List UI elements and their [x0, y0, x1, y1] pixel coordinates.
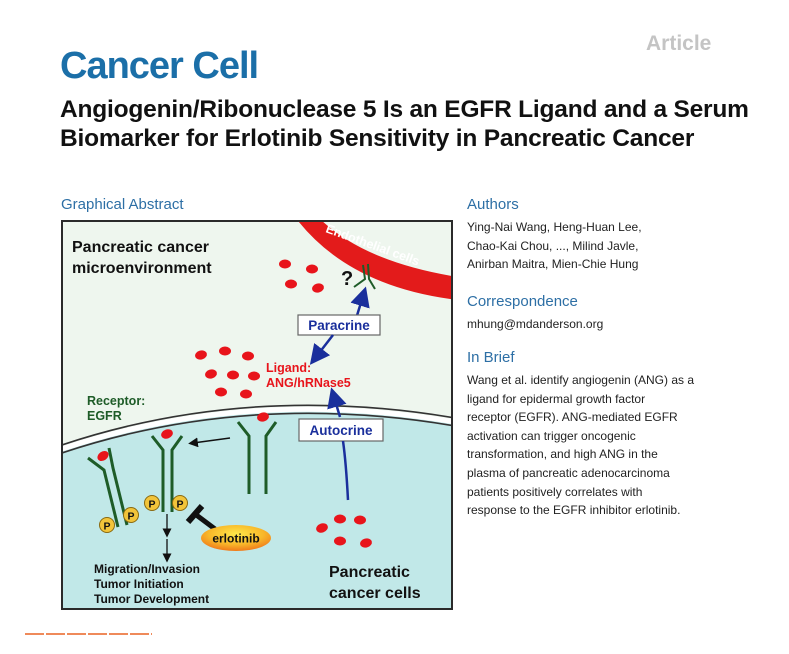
- inhibition-bar: [185, 504, 217, 531]
- brief-line: Wang et al. identify angiogenin (ANG) as…: [467, 373, 695, 387]
- brief-line: patients positively correlates with: [467, 484, 643, 499]
- cell-membrane: [63, 404, 451, 446]
- correspondence-heading: Correspondence: [467, 293, 578, 310]
- graphical-abstract-heading: Graphical Abstract: [61, 196, 184, 213]
- footer-divider: [25, 633, 152, 635]
- erlotinib-label: erlotinib: [212, 532, 259, 546]
- outcome-migration: Migration/Invasion: [94, 562, 200, 576]
- brief-line: plasma of pancreatic adenocarcinoma: [467, 465, 670, 480]
- ligand-bound-2: [161, 429, 173, 439]
- svg-text:P: P: [103, 521, 110, 533]
- autocrine-secretion-line: [341, 440, 350, 501]
- ligand-label-1: Ligand:: [266, 361, 311, 375]
- authors-line: Ying-Nai Wang, Heng-Huan Lee,: [467, 220, 642, 234]
- authors-section: Authors Ying-Nai Wang, Heng-Huan Lee, Ch…: [467, 196, 727, 274]
- paracrine-arrow-down: [309, 334, 334, 365]
- authors-line: Chao-Kai Chou, ..., Milind Javle,: [467, 238, 639, 253]
- autocrine-box: [298, 418, 384, 442]
- egfr-receptor-bound-2: [150, 435, 184, 512]
- autocrine-label: Autocrine: [309, 423, 372, 438]
- endothelial-cells-band: [299, 222, 451, 300]
- ligand-label-2: ANG/hRNase5: [266, 376, 351, 390]
- brief-line: transformation, and high ANG in the: [467, 447, 658, 462]
- egfr-receptor-unbound: [236, 421, 278, 494]
- outcome-initiation: Tumor Initiation: [94, 577, 184, 591]
- egfr-receptor-bound-1: [87, 447, 129, 528]
- question-mark: ?: [341, 268, 353, 290]
- svg-text:P: P: [148, 499, 155, 511]
- brief-line: activation can trigger oncogenic: [467, 428, 636, 443]
- endothelial-receptor: [353, 263, 376, 290]
- receptor-label-1: Receptor:: [87, 394, 145, 408]
- ligand-cluster-top: [279, 259, 324, 293]
- cancer-cells-label-1: Pancreatic: [329, 564, 410, 581]
- article-title: Angiogenin/Ribonuclease 5 Is an EGFR Lig…: [60, 96, 749, 152]
- ligand-cluster-intracellular: [316, 514, 372, 548]
- graphical-abstract-figure: Endothelial cells ? Pancreatic cancer mi…: [61, 220, 453, 610]
- paracrine-label: Paracrine: [308, 318, 370, 333]
- article-type-label: Article: [646, 32, 712, 55]
- in-brief-section: In Brief Wang et al. identify angiogenin…: [467, 349, 727, 520]
- journal-name: Cancer Cell: [60, 45, 259, 87]
- cancer-cells-label-2: cancer cells: [329, 585, 421, 602]
- authors-heading: Authors: [467, 196, 519, 213]
- ligand-cluster-middle: [195, 346, 269, 422]
- erlotinib-drug: [201, 525, 271, 551]
- brief-line: ligand for epidermal growth factor: [467, 391, 646, 406]
- brief-line: response to the EGFR inhibitor erlotinib…: [467, 503, 681, 518]
- cancer-cell-body: [63, 409, 451, 608]
- phospho-groups: P P P P: [99, 495, 188, 533]
- svg-text:P: P: [176, 499, 183, 511]
- recruitment-arrow: [188, 437, 231, 448]
- autocrine-arrow-up: [327, 387, 347, 418]
- brief-line: receptor (EGFR). ANG-mediated EGFR: [467, 410, 678, 425]
- correspondence-email[interactable]: mhung@mdanderson.org: [467, 317, 604, 331]
- in-brief-heading: In Brief: [467, 349, 515, 366]
- receptor-label-2: EGFR: [87, 409, 122, 423]
- microenvironment-label-2: microenvironment: [72, 260, 212, 277]
- microenvironment-label-1: Pancreatic cancer: [72, 239, 209, 256]
- svg-text:P: P: [127, 511, 134, 523]
- paracrine-box: [297, 314, 381, 336]
- authors-line: Anirban Maitra, Mien-Chie Hung: [467, 257, 639, 272]
- ligand-bound-1: [97, 450, 109, 462]
- outcome-development: Tumor Development: [94, 592, 209, 606]
- correspondence-section: Correspondence mhung@mdanderson.org: [467, 293, 727, 334]
